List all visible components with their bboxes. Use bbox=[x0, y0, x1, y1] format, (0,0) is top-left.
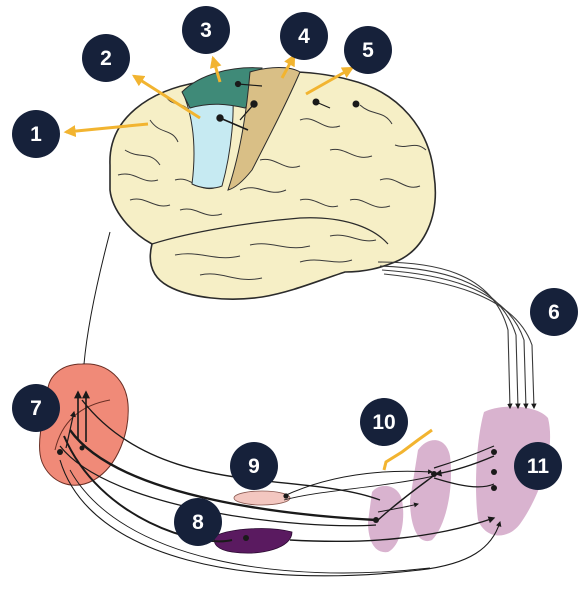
badge-8-label: 8 bbox=[192, 511, 204, 534]
badge-9-label: 9 bbox=[248, 455, 260, 478]
badge-2-label: 2 bbox=[100, 47, 112, 70]
badge-10-label: 10 bbox=[372, 411, 395, 434]
badge-3: 3 bbox=[182, 6, 230, 54]
badge-5: 5 bbox=[344, 26, 392, 74]
badge-1-label: 1 bbox=[30, 123, 42, 146]
badge-11: 11 bbox=[514, 442, 562, 490]
badge-11-label: 11 bbox=[527, 455, 550, 478]
badge-10: 10 bbox=[360, 398, 408, 446]
small-nucleus bbox=[234, 491, 290, 505]
brain bbox=[110, 68, 435, 300]
badge-7: 7 bbox=[12, 384, 60, 432]
lilac-nucleus-middle bbox=[410, 440, 451, 541]
badge-6-label: 6 bbox=[548, 301, 560, 324]
badge-1: 1 bbox=[12, 110, 60, 158]
badge-4-label: 4 bbox=[298, 25, 310, 48]
badge-4: 4 bbox=[280, 12, 328, 60]
badge-8: 8 bbox=[174, 498, 222, 546]
badge-7-label: 7 bbox=[30, 397, 42, 420]
badge-5-label: 5 bbox=[362, 39, 374, 62]
badge-2: 2 bbox=[82, 34, 130, 82]
badge-6: 6 bbox=[530, 288, 578, 336]
badge-3-label: 3 bbox=[200, 19, 212, 42]
badge-9: 9 bbox=[230, 442, 278, 490]
corticospinal-fibers bbox=[378, 262, 534, 408]
